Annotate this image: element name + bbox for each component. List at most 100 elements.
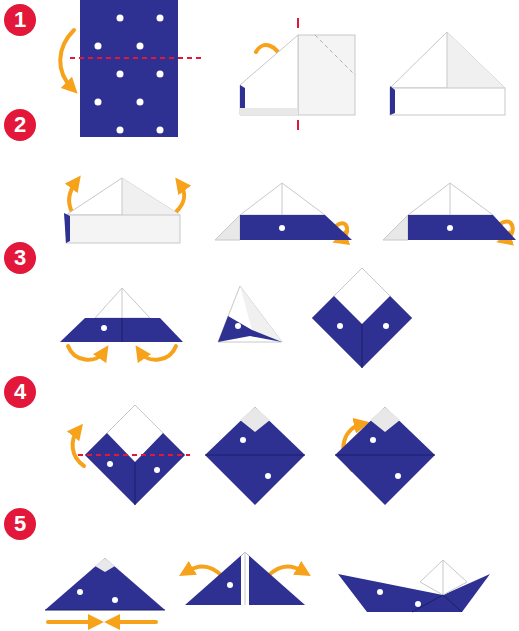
paper-hat xyxy=(215,183,352,240)
paper-diamond-part xyxy=(312,268,412,368)
paper-diamond-part xyxy=(335,455,435,456)
paper-triangle xyxy=(185,552,305,605)
folded-sheet-part xyxy=(240,108,298,115)
paper-hat-part xyxy=(450,183,451,215)
paper-sheet-part xyxy=(80,0,178,137)
paper-boat-part xyxy=(377,589,383,595)
paper-hat-part xyxy=(215,215,240,240)
paper-diamond xyxy=(335,407,435,505)
paper-cone-part xyxy=(235,323,241,329)
paper-diamond-part xyxy=(240,437,246,443)
paper-triangle-part xyxy=(112,597,118,603)
fold-arrow-part xyxy=(112,620,156,624)
paper-hat-part xyxy=(447,32,448,88)
paper-hat-part xyxy=(447,32,505,88)
callout-number: 4 xyxy=(4,376,36,408)
paper-sheet-part-part xyxy=(137,99,144,106)
paper-hat-part xyxy=(390,86,395,115)
paper-sheet-part-part xyxy=(137,43,144,50)
fold-arrow-part xyxy=(186,567,222,577)
paper-diamond-part xyxy=(265,473,271,479)
paper-hat-part xyxy=(66,215,180,243)
folded-sheet-part xyxy=(298,35,355,115)
paper-triangle-part xyxy=(241,552,249,605)
paper-boat xyxy=(338,560,490,612)
callout-number: 2 xyxy=(4,109,36,141)
paper-hat-part xyxy=(447,225,453,231)
paper-boat-part xyxy=(420,560,467,595)
paper-diamond-part xyxy=(395,473,401,479)
fold-arrow-part xyxy=(176,184,184,212)
paper-sheet-part-part xyxy=(157,127,164,134)
paper-hat-part xyxy=(408,183,493,215)
paper-boat-part xyxy=(412,595,443,612)
callout-number: 3 xyxy=(4,242,36,274)
folded-sheet-part xyxy=(297,120,299,130)
paper-hat xyxy=(383,183,516,240)
paper-hat-part xyxy=(101,325,107,331)
paper-diamond-part xyxy=(154,467,160,473)
paper-diamond-part xyxy=(85,433,185,505)
paper-hat-part xyxy=(240,183,325,215)
paper-hat-part xyxy=(122,178,123,215)
paper-sheet-part-part xyxy=(117,127,124,134)
paper-sheet-part-part xyxy=(117,71,124,78)
paper-diamond-part xyxy=(337,323,343,329)
folded-sheet xyxy=(240,18,355,130)
paper-diamond xyxy=(205,407,305,505)
paper-triangle-part xyxy=(45,610,165,611)
paper-hat-part xyxy=(282,183,283,215)
paper-boat-part xyxy=(415,601,421,607)
paper-hat-part xyxy=(60,318,183,342)
paper-diamond-part xyxy=(205,455,305,456)
paper-hat-part xyxy=(383,215,408,240)
paper-sheet xyxy=(70,0,205,137)
paper-sheet-part-part xyxy=(157,15,164,22)
paper-diamond xyxy=(78,405,190,505)
callout-number: 1 xyxy=(4,4,36,36)
callout-number: 5 xyxy=(4,508,36,540)
paper-hat xyxy=(64,178,180,243)
paper-hat-part xyxy=(279,225,285,231)
paper-hat-part xyxy=(240,215,352,240)
paper-diamond-part xyxy=(335,407,435,505)
paper-hat-part xyxy=(95,288,150,318)
paper-sheet-part-part xyxy=(157,71,164,78)
paper-hat xyxy=(60,288,183,342)
paper-sheet-part xyxy=(70,57,205,59)
paper-hat-part xyxy=(408,215,516,240)
fold-arrow-part xyxy=(140,346,176,360)
paper-triangle-part xyxy=(185,552,305,605)
fold-arrow-part xyxy=(69,182,76,212)
paper-cone-part xyxy=(218,316,282,342)
paper-cone-part xyxy=(218,286,282,342)
paper-diamond xyxy=(312,268,412,368)
paper-triangle xyxy=(45,558,165,610)
paper-hat-part xyxy=(122,178,180,215)
paper-triangle-part xyxy=(227,582,233,588)
folded-sheet-part xyxy=(297,18,299,28)
paper-hat-part xyxy=(390,32,505,88)
paper-diamond-part xyxy=(312,296,412,368)
paper-hat xyxy=(390,32,505,115)
paper-boat-part xyxy=(338,574,490,612)
paper-diamond-part xyxy=(370,437,376,443)
paper-sheet-part-part xyxy=(95,99,102,106)
paper-cone xyxy=(218,286,282,342)
paper-hat-part xyxy=(64,213,70,243)
folded-sheet-part xyxy=(240,35,298,115)
paper-triangle-part xyxy=(245,552,246,605)
folded-sheet-part xyxy=(315,35,355,75)
paper-diamond-part xyxy=(370,407,400,432)
paper-sheet-part-part xyxy=(95,43,102,50)
paper-sheet-part xyxy=(95,15,164,134)
paper-triangle-part xyxy=(95,558,115,572)
paper-triangle-part xyxy=(45,558,165,610)
paper-diamond-part xyxy=(362,324,363,368)
paper-diamond-part xyxy=(78,454,190,456)
paper-boat-part xyxy=(443,560,444,595)
paper-diamond-part xyxy=(107,461,113,467)
paper-hat-part xyxy=(390,88,505,115)
paper-diamond-part xyxy=(240,407,270,432)
paper-sheet-part-part xyxy=(117,15,124,22)
